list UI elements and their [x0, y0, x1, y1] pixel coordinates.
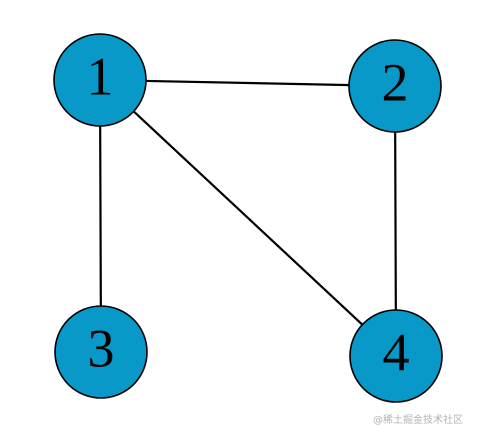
edge-1-4: [99, 79, 397, 357]
node-2: 2: [348, 39, 442, 133]
node-4: 4: [349, 309, 443, 403]
node-2-circle: [348, 39, 442, 133]
node-4-circle: [349, 309, 443, 403]
node-1-circle: [53, 33, 147, 127]
node-1: 1: [53, 33, 147, 127]
node-3-label: 3: [88, 318, 115, 378]
node-3: 3: [54, 305, 148, 399]
node-1-label: 1: [87, 46, 114, 106]
edge-layer: [98, 78, 398, 357]
edge-1-2: [99, 78, 396, 88]
watermark: @稀土掘金技术社区: [373, 415, 463, 426]
node-layer: 1 2 3 4: [53, 33, 443, 403]
node-3-circle: [54, 305, 148, 399]
node-4-label: 4: [383, 322, 410, 382]
node-2-label: 2: [382, 52, 409, 112]
